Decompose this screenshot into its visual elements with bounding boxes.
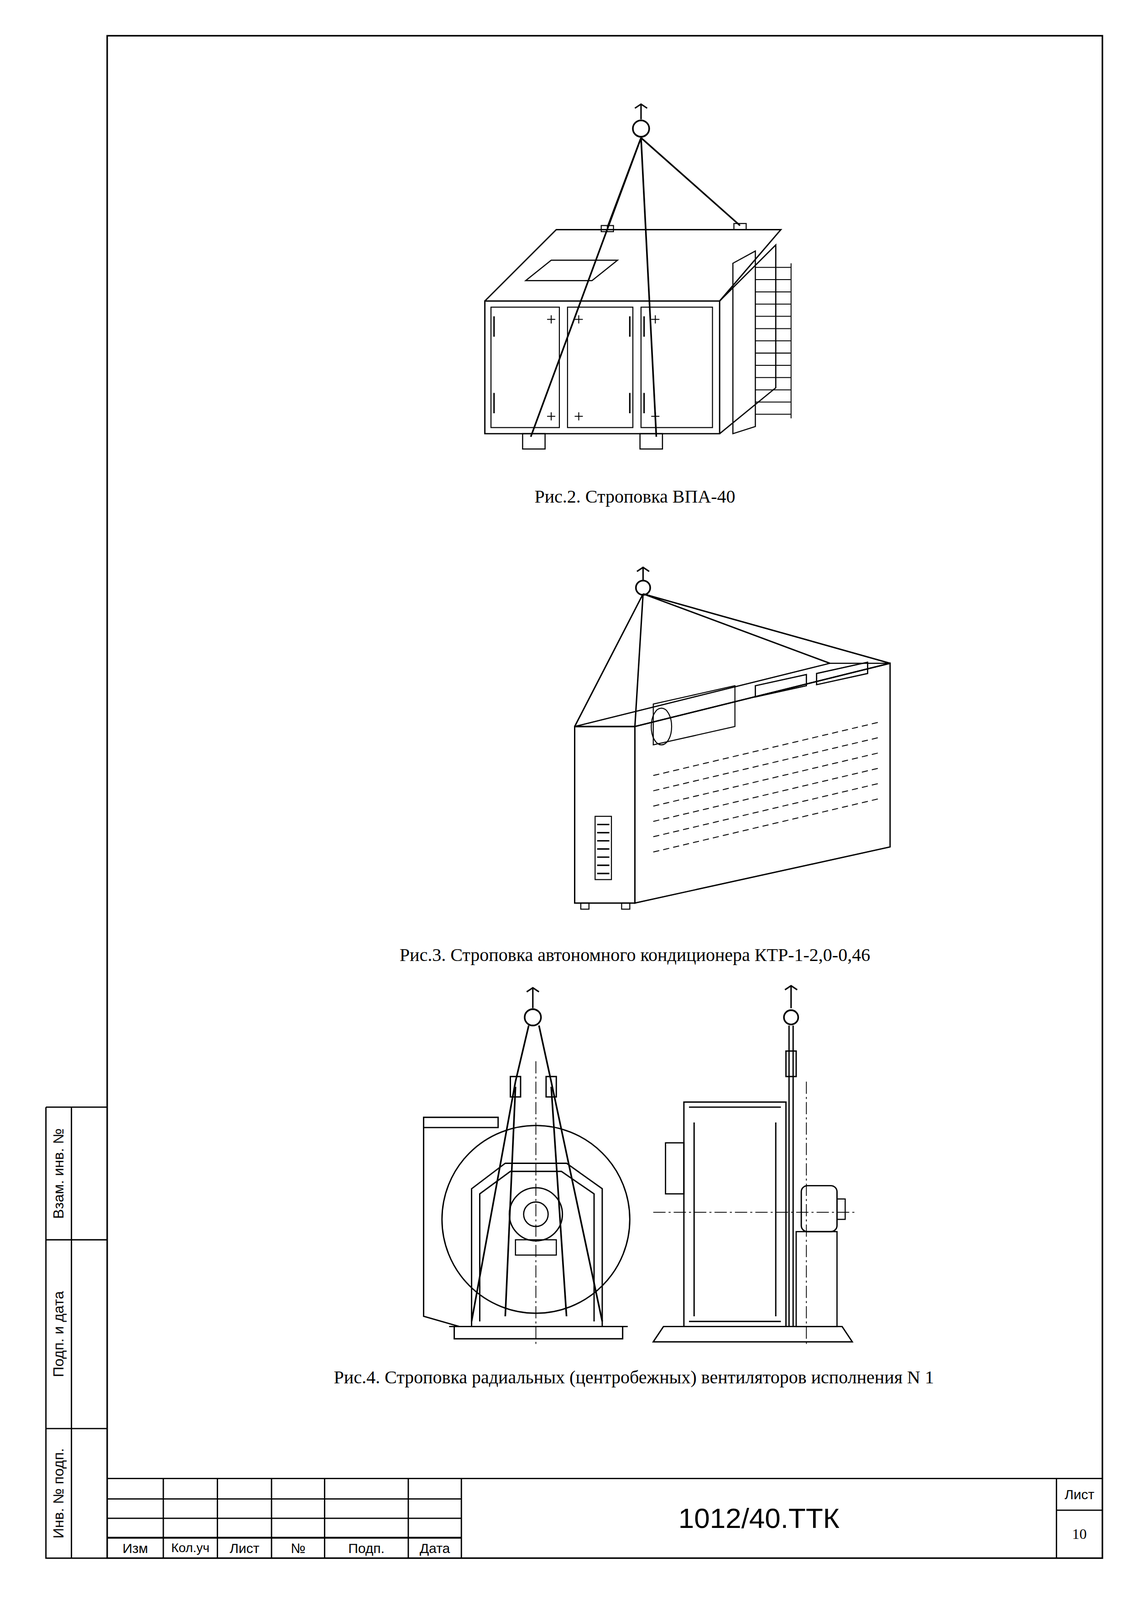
control-panel-marks: [597, 824, 610, 874]
heat-exchanger-fins: [755, 263, 791, 419]
crane-hook: [636, 580, 651, 595]
crane-hook: [784, 985, 798, 1009]
sling: [574, 594, 891, 727]
title-block-grid: [107, 1479, 1103, 1519]
figure-caption: Рис.4. Строповка радиальных (центробежны…: [333, 1367, 934, 1388]
control-panel: [594, 816, 612, 881]
cabinet-front: [574, 726, 636, 904]
center-line: [653, 1212, 858, 1214]
lifting-lug: [734, 223, 747, 230]
crane-hook: [632, 120, 650, 137]
top-hatch: [525, 260, 618, 282]
stamp-field: Взам. инв. №: [50, 1128, 67, 1220]
title-block-grid: [163, 1479, 1057, 1559]
crane-hook: [526, 988, 539, 1009]
shackle: [546, 1076, 557, 1098]
fan-base: [653, 1326, 853, 1343]
stamp-field: Подп. и дата: [50, 1291, 67, 1378]
crane-hook: [636, 567, 650, 581]
title-block-cell: Дата: [419, 1540, 450, 1556]
unit-door: [641, 307, 713, 428]
cabinet-foot: [580, 903, 590, 910]
nameplate: [755, 662, 868, 698]
cabinet-foot: [621, 903, 630, 910]
unit-side: [719, 245, 776, 434]
figure-caption: Рис.3. Строповка автономного кондиционер…: [399, 945, 871, 966]
figure-caption: Рис.2. Строповка ВПА-40: [534, 486, 736, 507]
cabinet-top: [574, 663, 891, 727]
stamp-field: Инв. № подп.: [50, 1448, 67, 1539]
motor-pedestal: [796, 1231, 837, 1327]
sling: [471, 1025, 603, 1322]
title-block-cell: Кол.уч: [171, 1541, 210, 1556]
crane-hook: [524, 1009, 542, 1027]
fan-outlet: [423, 1117, 498, 1328]
sling: [530, 137, 741, 437]
unit-door: [490, 307, 560, 428]
fan-housing: [653, 685, 736, 746]
side-stamp-grid: [46, 1107, 108, 1559]
fan-housing: [651, 708, 672, 746]
sheet-label: Лист: [1064, 1487, 1095, 1503]
motor-cap: [836, 1199, 846, 1221]
shackle: [786, 1051, 797, 1077]
fan-housing-side: [683, 1102, 787, 1327]
crane-hook: [783, 1010, 799, 1025]
center-line: [535, 1061, 537, 1348]
document-code: 1012/40.ТТК: [678, 1503, 840, 1535]
fan-inlet: [665, 1143, 684, 1195]
grille-lines: [653, 722, 878, 853]
unit-top: [485, 229, 782, 302]
crane-hook: [635, 104, 648, 120]
fan-stand: [471, 1163, 603, 1327]
fan-base: [448, 1326, 628, 1340]
unit-front: [485, 301, 720, 434]
sheet-number: 10: [1072, 1526, 1087, 1543]
heat-exchanger: [732, 250, 756, 434]
cabinet-side: [635, 663, 891, 904]
unit-door: [567, 307, 633, 428]
unit-foot: [522, 433, 545, 450]
title-block-cell: Подп.: [348, 1540, 385, 1556]
unit-foot: [640, 433, 663, 450]
title-block-cell: Лист: [229, 1540, 260, 1556]
sheet-frame: [107, 35, 1103, 1559]
title-block-cell: Изм: [122, 1540, 148, 1556]
title-block-cell: №: [290, 1540, 306, 1556]
center-line: [805, 1081, 807, 1348]
shackle: [510, 1076, 521, 1098]
door-latch: [547, 315, 660, 421]
sling: [788, 1025, 793, 1327]
